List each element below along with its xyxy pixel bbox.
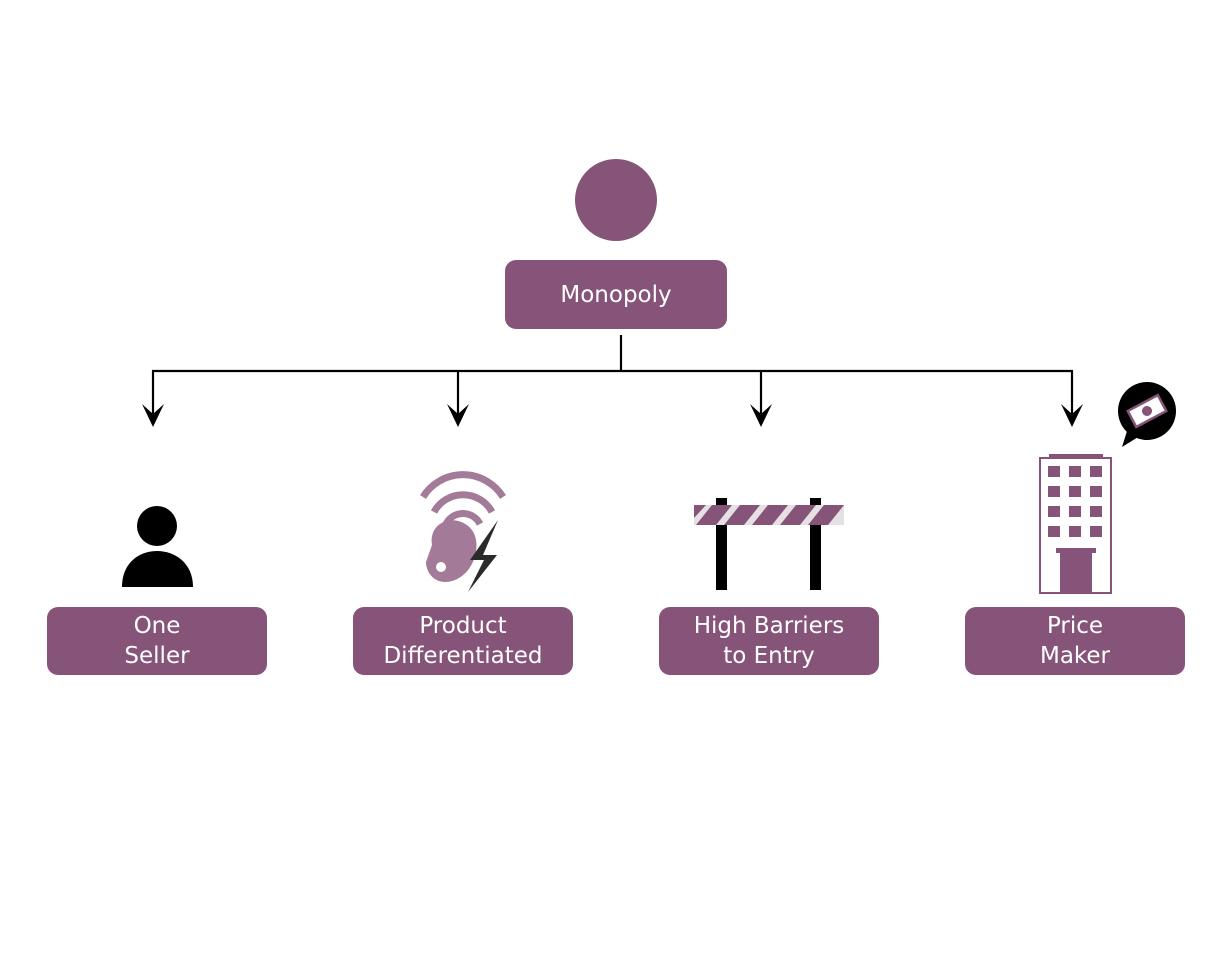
root-circle-icon [575,159,657,241]
arrowhead-1 [142,404,164,427]
person-icon [122,506,193,587]
barriers-line1: High Barriers [693,613,845,639]
connector-lines [151,335,1074,418]
one-seller-line2: Seller [124,643,190,669]
root-label-box: Monopoly [505,260,727,329]
money-bubble-icon [1118,382,1176,447]
high-barriers-box: High Barriers to Entry [659,607,879,675]
arrowheads [142,404,1083,427]
arrowhead-4 [1061,404,1083,427]
arrowhead-2 [447,404,469,427]
road-barrier-icon [694,498,844,590]
product-line2: Differentiated [383,643,543,669]
arrowhead-3 [750,404,772,427]
price-line2: Maker [1039,643,1111,669]
one-seller-line1: One [133,613,181,639]
root-label: Monopoly [560,281,672,308]
price-line1: Price [1046,613,1104,639]
one-seller-box: One Seller [47,607,267,675]
product-line1: Product [419,613,507,639]
price-maker-box: Price Maker [965,607,1185,675]
wireless-charging-icon [420,471,506,592]
barriers-line2: to Entry [723,643,815,669]
product-differentiated-box: Product Differentiated [353,607,573,675]
building-icon [1039,454,1112,594]
